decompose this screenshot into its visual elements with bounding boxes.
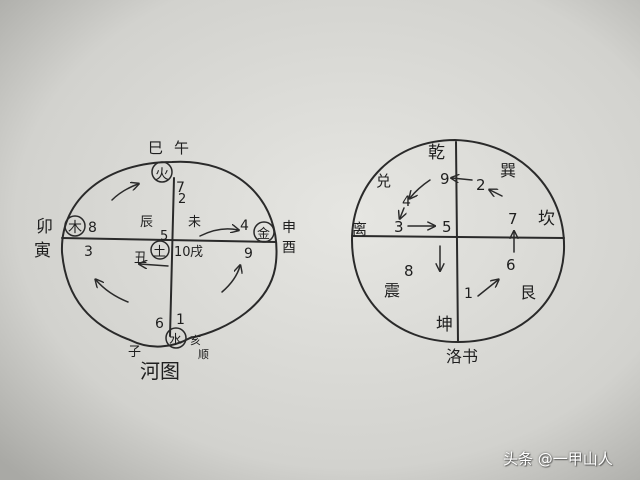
hetu-number-3: 3	[84, 244, 93, 260]
hetu-number-1: 1	[176, 312, 185, 328]
luoshu-number-9: 9	[440, 170, 450, 188]
luoshu-number-8: 8	[404, 262, 414, 280]
luoshu-number-5: 5	[442, 218, 452, 236]
hetu-circle-right	[253, 221, 275, 243]
hetu-circled-center-text: 土	[153, 245, 166, 260]
hetu-label-yin: 寅	[34, 241, 51, 261]
luoshu-number-2: 2	[476, 176, 486, 194]
luoshu-arrow-9-to-4	[410, 179, 431, 198]
hetu-number-8: 8	[88, 220, 97, 236]
luoshu-arrow-xun	[490, 190, 503, 196]
hetu-label-si: 巳	[148, 139, 163, 157]
hetu-number-4: 4	[240, 218, 249, 234]
luoshu-trigram-xun: 巽	[500, 161, 516, 180]
hetu-diagram: 火 木 土 金 水 巳 午 卯 寅 申 酉 子 亥 顺 7 2 8 3 5 10…	[34, 139, 296, 383]
luoshu-number-6: 6	[506, 256, 516, 274]
luoshu-arrow-4-to-3	[400, 207, 404, 218]
hetu-caption: 河图	[140, 359, 180, 383]
hetu-arrow-lower-right	[221, 266, 240, 293]
hetu-label-shen: 申	[282, 220, 296, 236]
luoshu-arrow-1-to-6	[477, 280, 498, 297]
hetu-circle-center	[150, 240, 170, 260]
hetu-number-2: 2	[178, 192, 186, 207]
hetu-vertical-axis	[169, 177, 175, 337]
hetu-circle-left	[64, 215, 86, 237]
hetu-label-wu: 午	[174, 139, 189, 157]
hetu-arrow-lower-left	[96, 280, 129, 303]
hetu-label-you: 酉	[282, 240, 296, 256]
luoshu-number-1: 1	[464, 286, 473, 302]
hetu-circled-top-text: 火	[155, 167, 169, 183]
hetu-horizontal-axis	[61, 237, 277, 243]
hetu-note-hai: 亥	[190, 333, 201, 347]
luoshu-number-7: 7	[508, 210, 518, 228]
luoshu-trigram-gen: 艮	[520, 283, 536, 302]
hetu-number-7: 7	[176, 180, 185, 196]
hetu-number-5: 5	[160, 229, 168, 244]
hetu-circle-bottom	[165, 327, 187, 349]
luoshu-trigram-dui: 兑	[376, 172, 391, 190]
hetu-number-9: 9	[244, 246, 253, 262]
hetu-arrow-upper-left	[111, 184, 138, 201]
luoshu-arrow-2-to-9	[452, 178, 473, 180]
luoshu-caption: 洛书	[446, 347, 478, 366]
hetu-mark-wei: 未	[188, 215, 201, 230]
hetu-circle-top	[151, 161, 173, 183]
hetu-label-zi: 子	[128, 345, 141, 360]
luoshu-diagram: 乾 兑 巽 离 坎 震 坤 艮 9 2 4 3 5 7 8 6 1 洛书	[351, 139, 566, 366]
luoshu-number-4: 4	[402, 194, 411, 210]
luoshu-trigram-li: 离	[352, 220, 367, 238]
hetu-circled-right-text: 金	[257, 226, 270, 242]
hetu-mark-xu: 戌	[190, 245, 203, 260]
hetu-circled-bottom-text: 水	[169, 333, 182, 348]
luoshu-number-3: 3	[394, 218, 404, 236]
hetu-arrow-right	[199, 229, 238, 237]
luoshu-trigram-kun: 坤	[436, 315, 453, 335]
luoshu-horizontal-axis	[351, 235, 565, 239]
luoshu-trigram-zhen: 震	[384, 281, 400, 300]
hetu-arrow-center	[140, 264, 169, 266]
hetu-mark-chen: 辰	[140, 215, 153, 230]
watermark-text: 头条 @一甲山人	[503, 450, 613, 468]
hetu-label-mao: 卯	[36, 217, 53, 237]
luoshu-trigram-qian: 乾	[428, 143, 445, 163]
hetu-number-10: 10	[174, 245, 191, 260]
luoshu-trigram-kan: 坎	[538, 209, 555, 229]
hetu-note-shun: 顺	[198, 348, 209, 361]
hetu-number-6: 6	[155, 316, 164, 332]
hetu-circled-left-text: 木	[68, 220, 82, 236]
